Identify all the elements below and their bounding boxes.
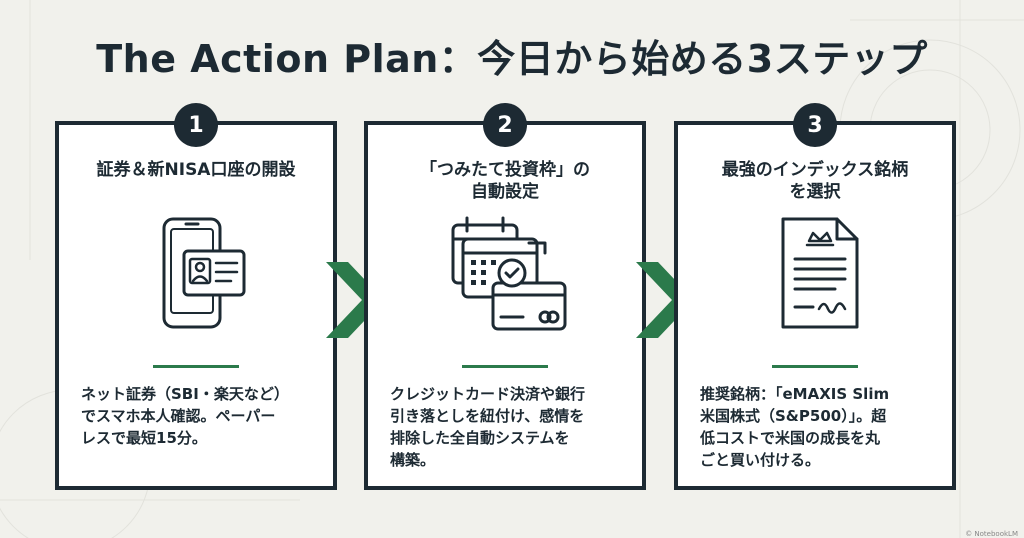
step-title: 証券＆新NISA口座の開設 bbox=[96, 160, 296, 180]
step-card-2: 2 「つみたて投資枠」の 自動設定 bbox=[364, 103, 646, 490]
step-number-badge: 2 bbox=[483, 103, 527, 147]
step-title: 「つみたて投資枠」の 自動設定 bbox=[420, 160, 590, 202]
step-description: クレジットカード決済や銀行 引き落としを紐付け、感情を 排除した全自動システムを… bbox=[390, 385, 586, 469]
page-title: The Action Plan：今日から始める3ステップ bbox=[96, 37, 928, 81]
step-card-1: 1 証券＆新NISA口座の開設 ネット証券（SBI・楽天など） でスマホ本人確認… bbox=[55, 103, 337, 490]
step-number-badge: 1 bbox=[174, 103, 218, 147]
step-description: 推奨銘柄：「eMAXIS Slim 米国株式（S&P500）」。超 低コストで米… bbox=[700, 385, 890, 469]
footnote: © NotebookLM bbox=[965, 530, 1018, 538]
certificate-document-icon bbox=[781, 217, 859, 329]
divider bbox=[153, 365, 239, 368]
step-title: 最強のインデックス銘柄 を選択 bbox=[721, 160, 909, 202]
step-number-badge: 3 bbox=[793, 103, 837, 147]
divider bbox=[772, 365, 858, 368]
step-description: ネット証券（SBI・楽天など） でスマホ本人確認。ペーパー レスで最短15分。 bbox=[81, 385, 289, 447]
step-card-3: 3 最強のインデックス銘柄 を選択 推奨銘柄：「eMAXIS Slim 米国株式… bbox=[674, 103, 956, 490]
calendar-credit-card-icon bbox=[451, 216, 567, 331]
divider bbox=[462, 365, 548, 368]
smartphone-id-card-icon bbox=[162, 217, 246, 329]
